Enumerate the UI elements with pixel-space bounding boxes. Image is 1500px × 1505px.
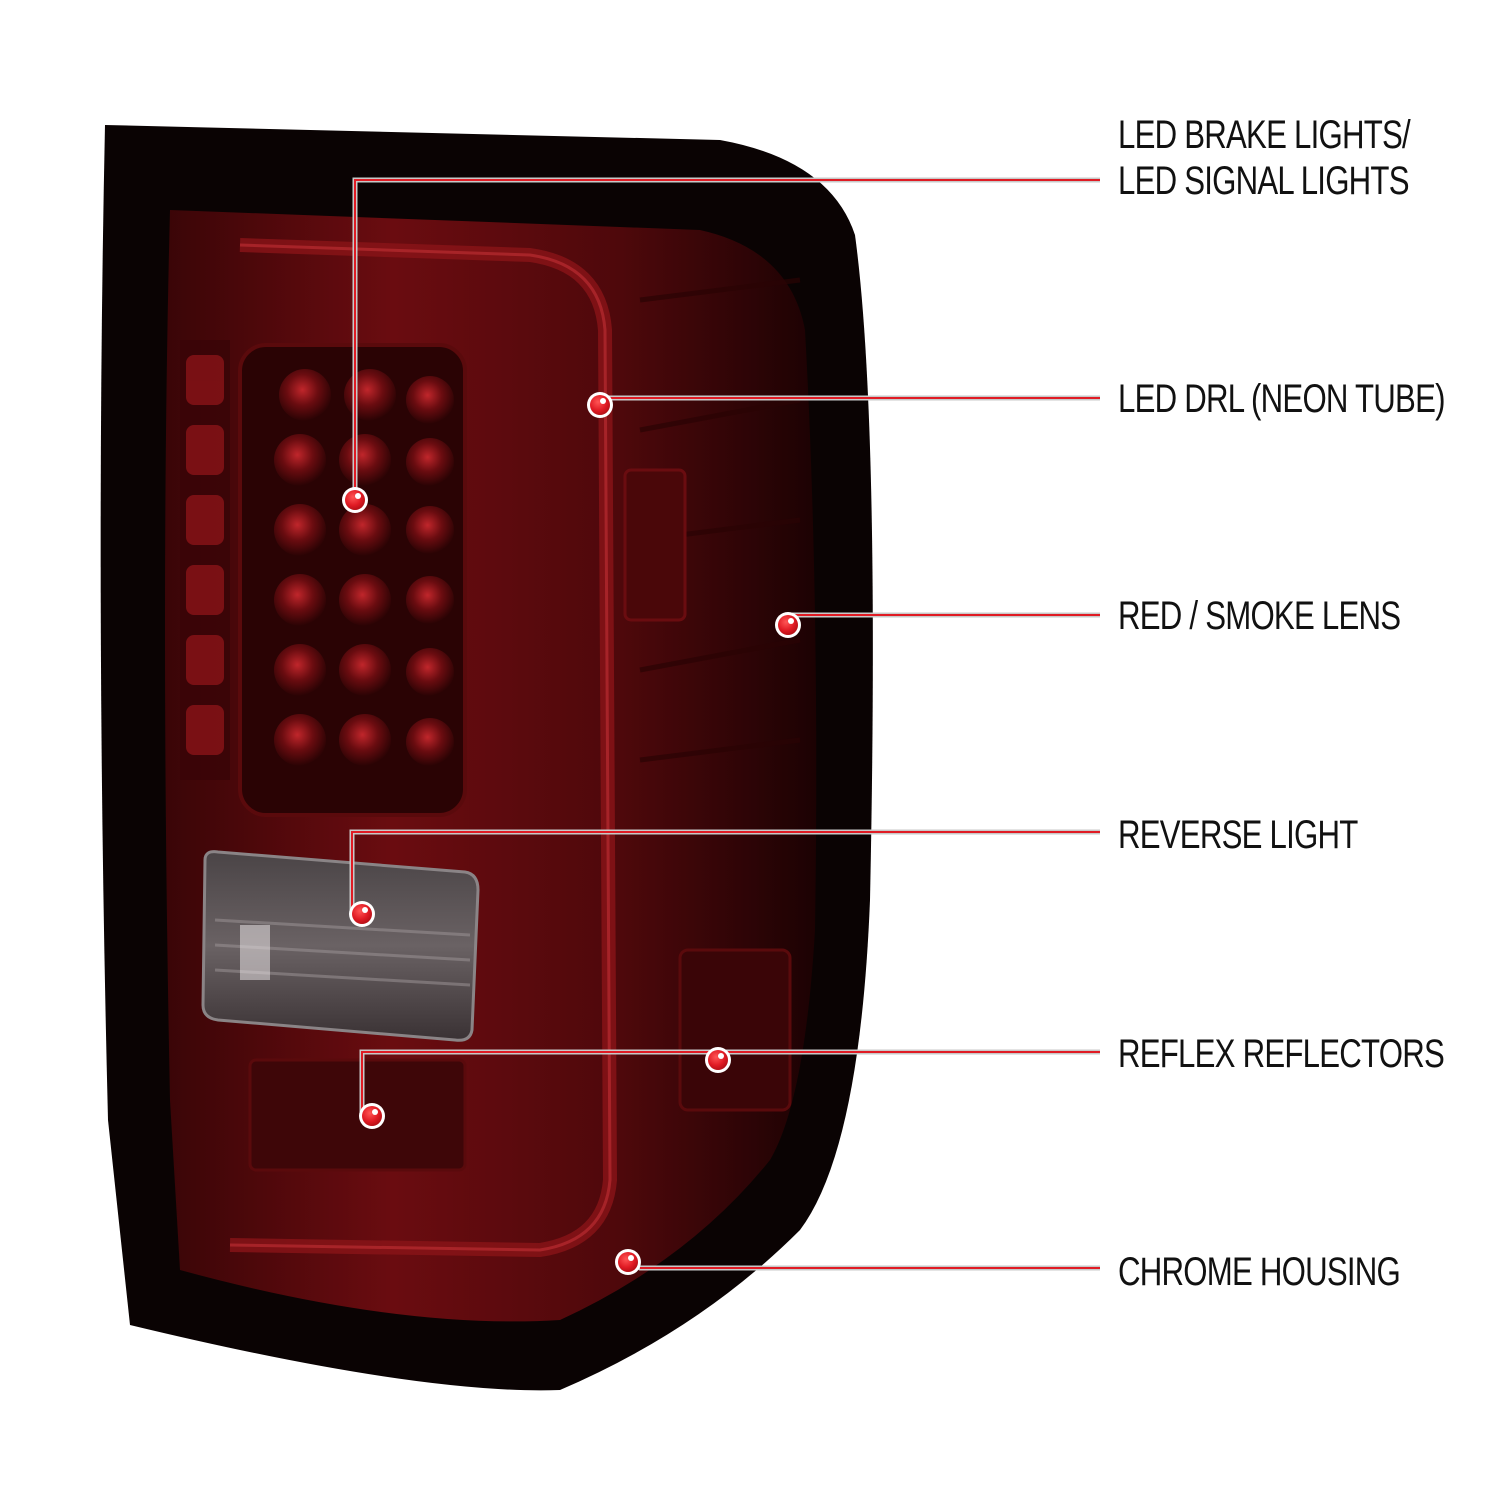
reverse-light-lens bbox=[201, 850, 480, 1042]
label-led-drl: LED DRL (NEON TUBE) bbox=[1118, 377, 1445, 421]
callout-dot-reflex-right bbox=[705, 1047, 731, 1073]
callout-dot-lens bbox=[775, 612, 801, 638]
label-brake-line2: LED SIGNAL LIGHTS bbox=[1118, 159, 1410, 203]
callout-dot-reverse bbox=[349, 901, 375, 927]
label-reflex-reflectors: REFLEX REFLECTORS bbox=[1118, 1032, 1445, 1076]
label-brake-line1: LED BRAKE LIGHTS/ bbox=[1118, 113, 1411, 157]
reflex-reflector-lower bbox=[248, 1058, 467, 1172]
label-reverse-light: REVERSE LIGHT bbox=[1118, 813, 1358, 857]
callout-dot-drl bbox=[587, 392, 613, 418]
led-array bbox=[274, 369, 454, 766]
callout-dot-brake bbox=[342, 487, 368, 513]
callout-dot-housing bbox=[615, 1249, 641, 1275]
callout-dot-reflex-lower bbox=[359, 1103, 385, 1129]
label-red-smoke-lens: RED / SMOKE LENS bbox=[1118, 594, 1401, 638]
label-brake-lights: LED BRAKE LIGHTS/ LED SIGNAL LIGHTS bbox=[1118, 112, 1411, 204]
callout-dots bbox=[342, 392, 801, 1275]
reflex-reflector-right bbox=[678, 948, 792, 1112]
label-chrome-housing: CHROME HOUSING bbox=[1118, 1250, 1401, 1294]
